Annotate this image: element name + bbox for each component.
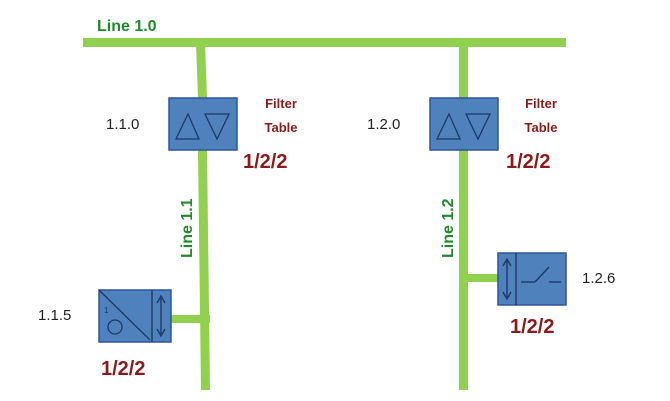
device-setting: 1/2/2 — [101, 358, 145, 380]
coupler-body — [168, 97, 238, 151]
branch-line-1-1-lower — [198, 150, 210, 390]
coupler-setting: 1/2/2 — [506, 151, 550, 173]
coupler-triangles-icon — [435, 112, 461, 140]
device-address: 1.1.5 — [38, 307, 71, 324]
coupler-address: 1.2.0 — [367, 116, 400, 133]
switch-blade — [534, 266, 550, 283]
branch-line-1-1-upper — [196, 43, 207, 98]
switch-actuator-icon — [521, 266, 561, 283]
sensor-device-icon — [98, 289, 151, 341]
device-setting: 1/2/2 — [510, 316, 554, 338]
device-1-1-5[interactable]: 1 — [98, 289, 172, 343]
device-1-1-5-stub — [170, 315, 210, 323]
device-1-2-6-stub — [463, 274, 501, 282]
sensor-circle — [107, 319, 123, 335]
arrow-head-down — [502, 291, 512, 301]
coupler-body — [429, 97, 499, 151]
branch-line-1-2-lower — [459, 150, 468, 390]
arrow-head-up — [156, 294, 166, 304]
filter-label-line2: Table — [265, 120, 298, 135]
main-line-bar — [83, 38, 566, 47]
branch-line-1-2-upper — [459, 43, 468, 98]
sensor-glyph: 1 — [104, 306, 109, 315]
coupler-triangles-icon — [174, 112, 200, 140]
device-1-2-6[interactable] — [497, 252, 567, 306]
arrow-head-down — [156, 328, 166, 338]
line-coupler-1-2-0[interactable] — [429, 97, 499, 151]
filter-label-line1: Filter — [525, 96, 557, 111]
coupler-address: 1.1.0 — [106, 116, 139, 133]
coupler-setting: 1/2/2 — [243, 151, 287, 173]
device-address: 1.2.6 — [582, 270, 615, 287]
arrow-head-up — [502, 257, 512, 267]
bus-lines — [83, 38, 566, 390]
coupler-triangle-down — [464, 113, 492, 141]
updown-arrow-icon — [156, 294, 166, 338]
filter-label-line1: Filter — [265, 96, 297, 111]
device-body — [497, 252, 567, 306]
coupler-triangle-down — [203, 113, 231, 141]
main-line-label: Line 1.0 — [97, 18, 157, 35]
updown-arrow-icon — [502, 257, 512, 301]
filter-label-line2: Table — [525, 120, 558, 135]
branch-line-label: Line 1.2 — [440, 198, 457, 258]
branch-line-label: Line 1.1 — [179, 198, 196, 258]
line-coupler-1-1-0[interactable] — [168, 97, 238, 151]
